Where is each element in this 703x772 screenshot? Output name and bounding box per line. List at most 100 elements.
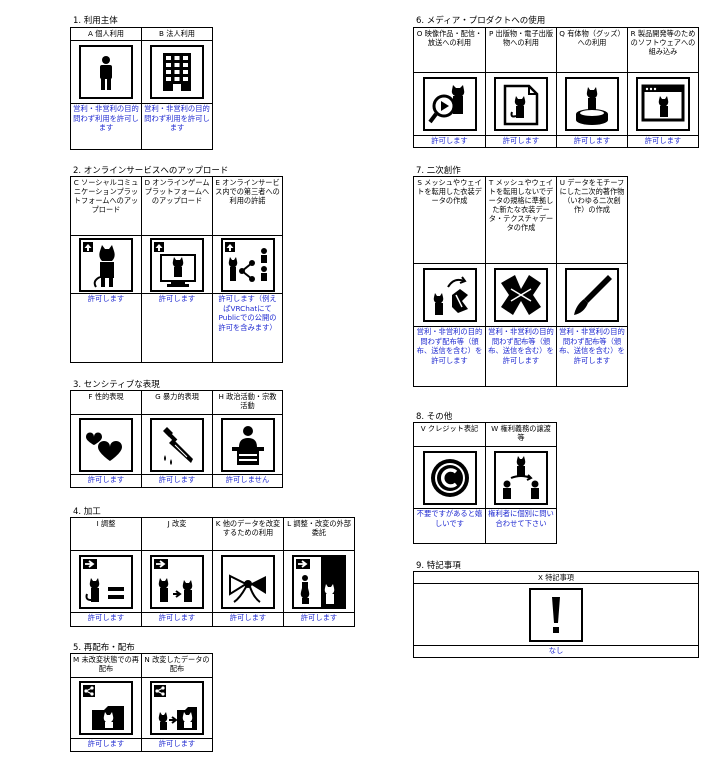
icon-cell-l	[283, 550, 355, 613]
person-icon	[79, 45, 133, 99]
permission-p: 許可します	[485, 135, 557, 148]
icon-cell-b	[141, 40, 213, 104]
header-m: M 未改変状態での再配布	[70, 653, 142, 678]
section-title-7: 7. 二次創作	[416, 166, 461, 176]
section-7-table: S メッシュやウェイトを転用した衣装データの作成 T メッシュやウェイトを転用し…	[413, 176, 628, 387]
icon-cell-o	[413, 72, 486, 136]
icon-cell-p	[485, 72, 557, 136]
icon-cell-m	[70, 677, 142, 739]
permission-e: 許可します（例えばVRChatにてPublicでの公開の許可を含みます）	[212, 293, 283, 363]
icon-cell-h	[212, 414, 283, 475]
section-5-table: M 未改変状態での再配布 N 改変したデータの配布	[70, 653, 213, 752]
header-f: F 性的表現	[70, 390, 142, 415]
icon-cell-n	[141, 677, 213, 739]
icon-cell-e	[212, 235, 283, 294]
outsource-icon	[292, 554, 346, 609]
section-title-2: 2. オンラインサービスへのアップロード	[73, 166, 229, 176]
header-t: T メッシュやウェイトを転用しないでデータの規格に準拠した新たな衣装データ・テク…	[485, 176, 557, 264]
section-6-table: O 映像作品・配信・放送への利用 P 出版物・電子出版物への利用 Q 有体物（グ…	[413, 27, 699, 148]
section-8-table: V クレジット表記 W 権利義務の譲渡等 不要で	[413, 422, 557, 544]
section-title-4: 4. 加工	[73, 507, 101, 517]
permission-a: 営利・非営利の目的問わず利用を許可します	[70, 103, 142, 150]
transfer-icon	[494, 450, 548, 505]
icon-cell-t	[485, 263, 557, 327]
header-j: J 改変	[141, 517, 213, 551]
copyright-icon	[422, 450, 477, 505]
icon-cell-g	[141, 414, 213, 475]
upload-social-icon	[79, 237, 133, 292]
section-title-6: 6. メディア・プロダクトへの使用	[416, 16, 546, 26]
icon-cell-a	[70, 40, 142, 104]
header-h: H 政治活動・宗教活動	[212, 390, 283, 415]
header-e: E オンラインサービス内での第三者への利用の許諾	[212, 176, 283, 236]
section-title-3: 3. センシティブな表現	[73, 380, 160, 390]
modify-icon	[150, 554, 204, 609]
section-4-table: I 調整 J 改変 K 他のデータを改変するための利用 L 調整・改変の外部委託	[70, 517, 355, 627]
icon-cell-v	[413, 446, 486, 509]
goods-icon	[565, 77, 619, 131]
permission-u: 営利・非営利の目的問わず配布等（頒布、送信を含む）を許可します	[556, 326, 628, 387]
header-r: R 製品開発等のためのソフトウェアへの組み込み	[627, 27, 699, 73]
distribute-modified-icon	[150, 681, 204, 735]
costume-icon	[422, 268, 477, 322]
icon-cell-q	[556, 72, 628, 136]
exclamation-icon	[529, 587, 583, 642]
header-d: D オンラインゲームプラットフォームへのアップロード	[141, 176, 213, 236]
permission-i: 許可します	[70, 612, 142, 627]
podium-icon	[220, 417, 275, 472]
permission-f: 許可します	[70, 474, 142, 488]
icon-cell-s	[413, 263, 486, 327]
section-title-9: 9. 特記事項	[416, 561, 461, 571]
upload-game-icon	[150, 237, 204, 292]
publication-icon	[494, 77, 548, 131]
new-costume-icon	[494, 268, 548, 322]
header-x: X 特記事項	[413, 571, 699, 584]
section-1-table: A 個人利用 B 法人利用	[70, 27, 213, 150]
header-a: A 個人利用	[70, 27, 142, 41]
permission-g: 許可します	[141, 474, 213, 488]
icon-cell-c	[70, 235, 142, 294]
section-9-table: X 特記事項 なし	[413, 571, 699, 658]
permission-t: 営利・非営利の目的問わず配布等（頒布、送信を含む）を許可します	[485, 326, 557, 387]
redistribute-icon	[79, 681, 133, 735]
header-o: O 映像作品・配信・放送への利用	[413, 27, 486, 73]
permission-v: 不要ですがあると嬉しいです	[413, 508, 486, 544]
header-s: S メッシュやウェイトを転用した衣装データの作成	[413, 176, 486, 264]
header-l: L 調整・改変の外部委託	[283, 517, 355, 551]
section-title-8: 8. その他	[416, 412, 453, 422]
permission-c: 許可します	[70, 293, 142, 363]
permission-o: 許可します	[413, 135, 486, 148]
permission-r: 許可します	[627, 135, 699, 148]
knife-icon	[150, 417, 204, 472]
header-p: P 出版物・電子出版物への利用	[485, 27, 557, 73]
permission-b: 営利・非営利の目的問わず利用を許可します	[141, 103, 213, 150]
section-title-1: 1. 利用主体	[73, 16, 118, 26]
header-i: I 調整	[70, 517, 142, 551]
permission-l: 許可します	[283, 612, 355, 627]
building-icon	[150, 45, 204, 99]
header-c: C ソーシャルコミュニケーションプラットフォームへのアップロード	[70, 176, 142, 236]
icon-cell-k	[212, 550, 284, 613]
header-b: B 法人利用	[141, 27, 213, 41]
header-u: U データをモチーフにした二次的著作物（いわゆる二次創作）の作成	[556, 176, 628, 264]
permission-s: 営利・非営利の目的問わず配布等（頒布、送信を含む）を許可します	[413, 326, 486, 387]
icon-cell-u	[556, 263, 628, 327]
brush-icon	[565, 268, 619, 322]
permission-q: 許可します	[556, 135, 628, 148]
header-k: K 他のデータを改変するための利用	[212, 517, 284, 551]
icon-cell-w	[485, 446, 557, 509]
icon-cell-j	[141, 550, 213, 613]
header-w: W 権利義務の譲渡等	[485, 422, 557, 447]
icon-cell-i	[70, 550, 142, 613]
icon-cell-d	[141, 235, 213, 294]
hearts-icon	[79, 417, 133, 472]
header-q: Q 有体物（グッズ）への利用	[556, 27, 628, 73]
header-g: G 暴力的表現	[141, 390, 213, 415]
icon-cell-x	[413, 583, 699, 646]
adjust-icon	[79, 554, 133, 609]
icon-cell-f	[70, 414, 142, 475]
section-title-5: 5. 再配布・配布	[73, 643, 135, 653]
header-n: N 改変したデータの配布	[141, 653, 213, 678]
permission-h: 許可しません	[212, 474, 283, 488]
icon-cell-r	[627, 72, 699, 136]
